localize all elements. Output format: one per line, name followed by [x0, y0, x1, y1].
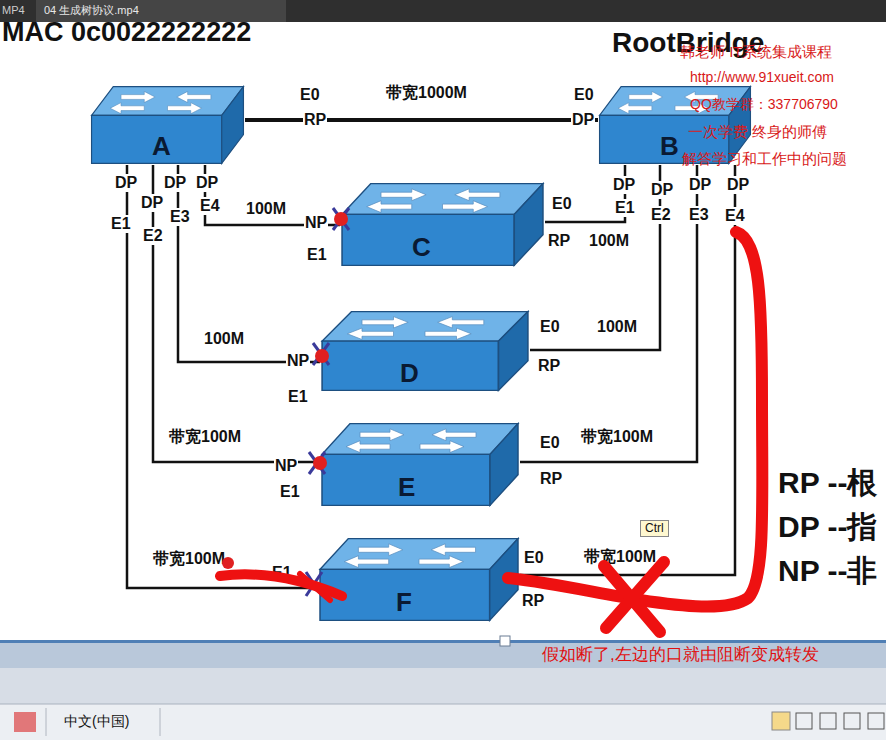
watermark: 韩老师 IT系统集成课程 — [680, 44, 833, 61]
bandwidth-label: 带宽100M — [152, 550, 226, 568]
link-line — [245, 118, 598, 122]
port-label: E1 — [614, 199, 636, 217]
port-label: DP — [163, 174, 187, 192]
port-label: DP — [114, 174, 138, 192]
port-label: RP — [522, 592, 544, 610]
subtitle: 假如断了,左边的口就由阻断变成转发 — [542, 646, 819, 665]
bandwidth-label: 带宽100M — [580, 428, 654, 446]
bandwidth-label: 100M — [596, 318, 638, 336]
bandwidth-label: 100M — [245, 200, 287, 218]
switch-name: C — [412, 234, 431, 260]
switch-node: F — [318, 537, 520, 622]
link-line — [153, 165, 320, 462]
switch-name: E — [398, 474, 415, 500]
port-label: E0 — [574, 86, 594, 104]
watermark: http://www.91xueit.com — [690, 70, 834, 85]
port-label: DP — [650, 181, 674, 199]
link-line — [520, 165, 735, 575]
bandwidth-label: 带宽1000M — [385, 84, 468, 102]
switch-name: B — [660, 133, 679, 159]
switch-icon — [318, 537, 520, 622]
blocked-port-marks — [222, 208, 349, 596]
port-label: DP — [688, 176, 712, 194]
watermark: 解答学习和工作中的问题 — [682, 151, 847, 168]
port-label: E4 — [199, 197, 221, 215]
port-label: RP — [540, 470, 562, 488]
switch-name: F — [396, 589, 412, 615]
port-label: RP — [548, 232, 570, 250]
port-label: E1 — [307, 246, 327, 264]
port-label: E0 — [540, 318, 560, 336]
link-line — [520, 165, 697, 462]
switch-name: A — [152, 133, 171, 159]
port-label: E0 — [524, 549, 544, 567]
hand-drawn-stroke — [220, 232, 762, 632]
switch-node: C — [340, 182, 545, 267]
player-tab: MP4 — [2, 4, 25, 16]
port-label: NP — [286, 352, 310, 370]
port-label: DP — [195, 174, 219, 192]
port-label: E2 — [142, 227, 164, 245]
legend-note: DP --指 — [778, 510, 877, 543]
bandwidth-label: 带宽100M — [583, 548, 657, 566]
legend-note: RP --根 — [778, 466, 877, 499]
bandwidth-label: 带宽100M — [168, 428, 242, 446]
mac-address: MAC 0c0022222222 — [2, 18, 251, 48]
port-label: E1 — [110, 215, 132, 233]
port-label: E2 — [650, 206, 672, 224]
port-label: RP — [303, 111, 327, 129]
port-label: NP — [304, 214, 328, 232]
port-label: E1 — [288, 388, 308, 406]
watermark: QQ教学群：337706790 — [690, 97, 838, 112]
switch-node: E — [320, 422, 520, 507]
port-label: NP — [274, 457, 298, 475]
bandwidth-label: 100M — [588, 232, 630, 250]
port-label: DP — [726, 176, 750, 194]
port-label: DP — [571, 111, 595, 129]
switch-name: D — [400, 360, 419, 386]
port-label: E0 — [300, 86, 320, 104]
bandwidth-label: 100M — [203, 330, 245, 348]
link-line — [530, 165, 660, 350]
port-label: DP — [140, 194, 164, 212]
port-label: DP — [612, 176, 636, 194]
port-label: E1 — [272, 564, 292, 582]
switch-icon — [320, 310, 530, 392]
port-label: E3 — [169, 208, 191, 226]
link-line — [178, 165, 320, 362]
watermark: 一次学费 终身的师傅 — [688, 124, 827, 141]
port-label: E0 — [552, 195, 572, 213]
input-language: 中文(中国) — [64, 714, 129, 729]
switch-icon — [320, 422, 520, 507]
switch-node: A — [90, 85, 245, 165]
port-label: E4 — [724, 207, 746, 225]
port-label: E3 — [688, 206, 710, 224]
file-title: 04 生成树协议.mp4 — [44, 4, 139, 16]
port-label: RP — [538, 357, 560, 375]
port-label: E1 — [280, 483, 300, 501]
link-line — [127, 165, 318, 588]
switch-icon — [340, 182, 545, 267]
legend-note: NP --非 — [778, 554, 877, 587]
switch-node: D — [320, 310, 530, 392]
port-label: E0 — [540, 434, 560, 452]
key-tooltip: Ctrl — [640, 520, 669, 537]
